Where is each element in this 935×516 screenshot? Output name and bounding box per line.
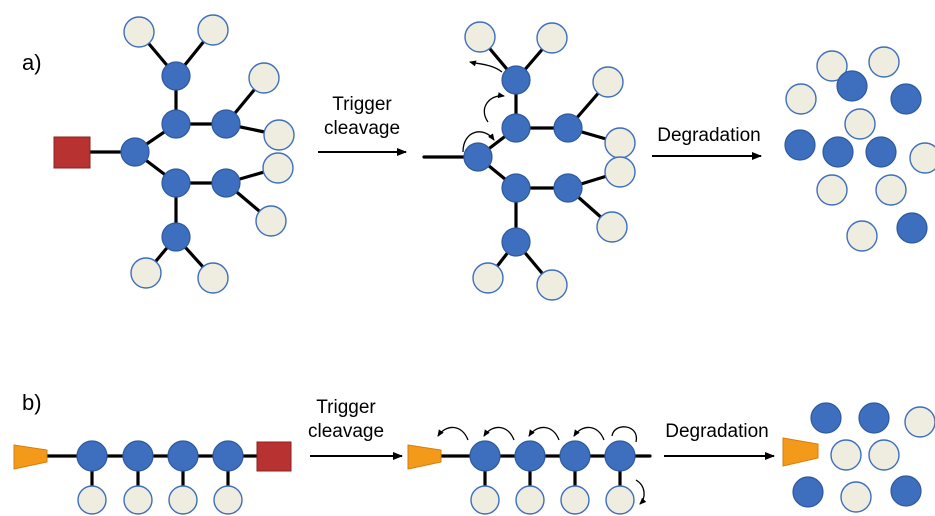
core-unit <box>120 137 150 167</box>
end-group <box>604 156 636 188</box>
end-group <box>168 485 198 515</box>
panel-b-intact-polymer <box>13 440 292 515</box>
core-unit <box>890 83 922 115</box>
end-group <box>536 22 568 54</box>
step-label: Degradation <box>665 421 769 442</box>
end-group <box>840 481 872 513</box>
end-group <box>213 485 243 515</box>
core-unit <box>559 440 591 472</box>
core-unit <box>810 402 842 434</box>
panel-a-degradation-step: Degradation <box>652 125 762 160</box>
end-group <box>846 220 878 252</box>
end-group <box>909 142 935 174</box>
core-unit <box>211 109 241 139</box>
panel-a-trigger-step: Trigger cleavage <box>318 94 407 156</box>
end-group <box>123 485 153 515</box>
core-unit <box>858 402 890 434</box>
end-group <box>868 46 900 78</box>
end-group <box>130 257 162 289</box>
end-group <box>515 485 545 515</box>
core-unit <box>553 173 583 203</box>
step-label-line2: cleavage <box>324 118 400 139</box>
end-group <box>472 262 504 294</box>
core-unit <box>76 440 108 472</box>
core-unit <box>792 476 824 508</box>
step-label-line1: Trigger <box>332 94 392 115</box>
core-unit <box>896 212 928 244</box>
end-group <box>248 62 280 94</box>
end-group <box>830 439 862 471</box>
end-group <box>536 269 568 301</box>
panel-b-label: b) <box>22 390 42 415</box>
core-unit <box>212 440 244 472</box>
trigger-group <box>256 441 292 472</box>
end-group <box>560 485 590 515</box>
end-group <box>470 485 500 515</box>
core-unit <box>501 113 531 143</box>
core-unit <box>161 168 191 198</box>
panel-b-degradation-step: Degradation <box>664 421 775 460</box>
panel-b-degradation-products <box>782 402 935 513</box>
core-unit <box>604 440 636 472</box>
electron-flow-arrows <box>462 60 505 153</box>
core-unit <box>469 440 501 472</box>
core-unit <box>501 227 531 257</box>
end-group <box>592 66 624 98</box>
core-unit <box>553 113 583 143</box>
core-unit <box>836 70 868 102</box>
end-group <box>605 485 635 515</box>
panel-b-cleaved-polymer <box>407 426 652 515</box>
end-group <box>262 152 294 184</box>
end-group <box>263 119 295 151</box>
core-unit <box>161 222 191 252</box>
panel-b: b) Trigger cleavage <box>13 390 935 515</box>
core-unit <box>161 61 191 91</box>
end-group <box>904 406 935 438</box>
end-group <box>816 174 848 206</box>
end-group <box>875 174 907 206</box>
end-group <box>197 262 229 294</box>
end-group <box>197 14 229 46</box>
end-group <box>77 485 107 515</box>
core-unit <box>211 168 241 198</box>
step-label-line2: cleavage <box>308 421 384 442</box>
core-unit <box>822 136 854 168</box>
end-group <box>868 439 900 471</box>
end-group <box>123 16 155 48</box>
core-unit <box>161 109 191 139</box>
panel-b-trigger-step: Trigger cleavage <box>308 397 403 460</box>
cap-group <box>782 437 819 467</box>
end-group <box>255 205 287 237</box>
trigger-group <box>53 136 91 169</box>
core-unit <box>501 65 531 95</box>
core-unit <box>890 475 922 507</box>
step-label-line1: Trigger <box>316 397 376 418</box>
electron-flow-arrows <box>437 426 647 505</box>
end-group <box>596 211 628 243</box>
core-unit <box>463 142 493 172</box>
cap-group <box>13 444 48 470</box>
core-unit <box>514 440 546 472</box>
end-group <box>816 50 848 82</box>
end-group <box>604 127 636 159</box>
core-unit <box>167 440 199 472</box>
cap-group <box>407 444 442 470</box>
end-group <box>844 108 876 140</box>
panel-a: a) <box>22 14 935 301</box>
panel-a-intact-dendrimer <box>53 14 295 294</box>
panel-a-label: a) <box>22 50 42 75</box>
core-unit <box>501 173 531 203</box>
panel-a-cleaved-dendrimer <box>422 21 636 301</box>
panel-a-degradation-products <box>784 46 935 252</box>
end-group <box>464 21 496 53</box>
end-group <box>785 83 817 115</box>
core-unit <box>784 129 816 161</box>
core-unit <box>122 440 154 472</box>
step-label: Degradation <box>657 125 761 146</box>
core-unit <box>865 136 897 168</box>
